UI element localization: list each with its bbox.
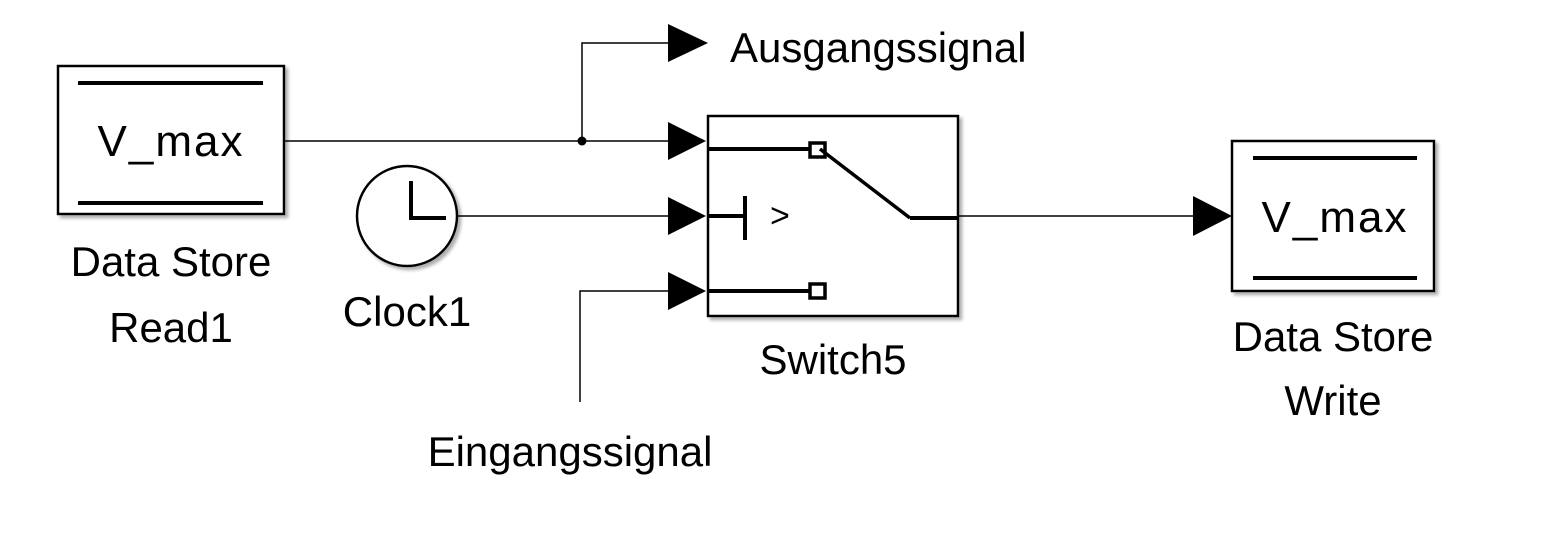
output-signal-label: Ausgangssignal [730, 24, 1027, 71]
data-store-write-name-line2: Write [1284, 377, 1381, 424]
clock-name: Clock1 [343, 288, 471, 335]
data-store-write-name-line1: Data Store [1233, 313, 1434, 360]
switch-criteria-symbol: > [770, 197, 790, 235]
signal-read-to-switch[interactable] [284, 122, 706, 160]
data-store-write-block[interactable]: V_max [1230, 139, 1436, 293]
data-store-read-name-line2: Read1 [109, 304, 233, 351]
data-store-read-frame [56, 64, 286, 216]
switch-block[interactable]: > [706, 114, 960, 318]
switch-input2-arrow [668, 197, 706, 235]
switch-contact3-terminal [808, 282, 827, 300]
signal-branch-to-output[interactable] [577, 24, 709, 146]
switch-contact1-terminal [808, 141, 827, 159]
signal-switch-to-write[interactable] [958, 196, 1232, 236]
data-store-read-variable: V_max [98, 117, 245, 166]
data-store-write-frame [1230, 139, 1436, 293]
data-store-write-variable: V_max [1262, 193, 1409, 242]
switch-lever [818, 147, 912, 220]
write-input-arrow [1193, 196, 1232, 236]
switch-input3-arrow [668, 272, 706, 310]
switch-input1-arrow [668, 122, 706, 160]
input-signal-label: Eingangssignal [428, 428, 713, 475]
clock-block[interactable] [355, 164, 459, 268]
signal-input-to-switch[interactable] [579, 272, 706, 402]
data-store-read-name-line1: Data Store [71, 238, 272, 285]
clock-icon-hands [409, 181, 446, 220]
data-store-read-block[interactable]: V_max [56, 64, 286, 216]
output-arrow [668, 24, 708, 62]
signal-clock-to-switch[interactable] [457, 197, 706, 235]
switch-name: Switch5 [759, 336, 906, 383]
